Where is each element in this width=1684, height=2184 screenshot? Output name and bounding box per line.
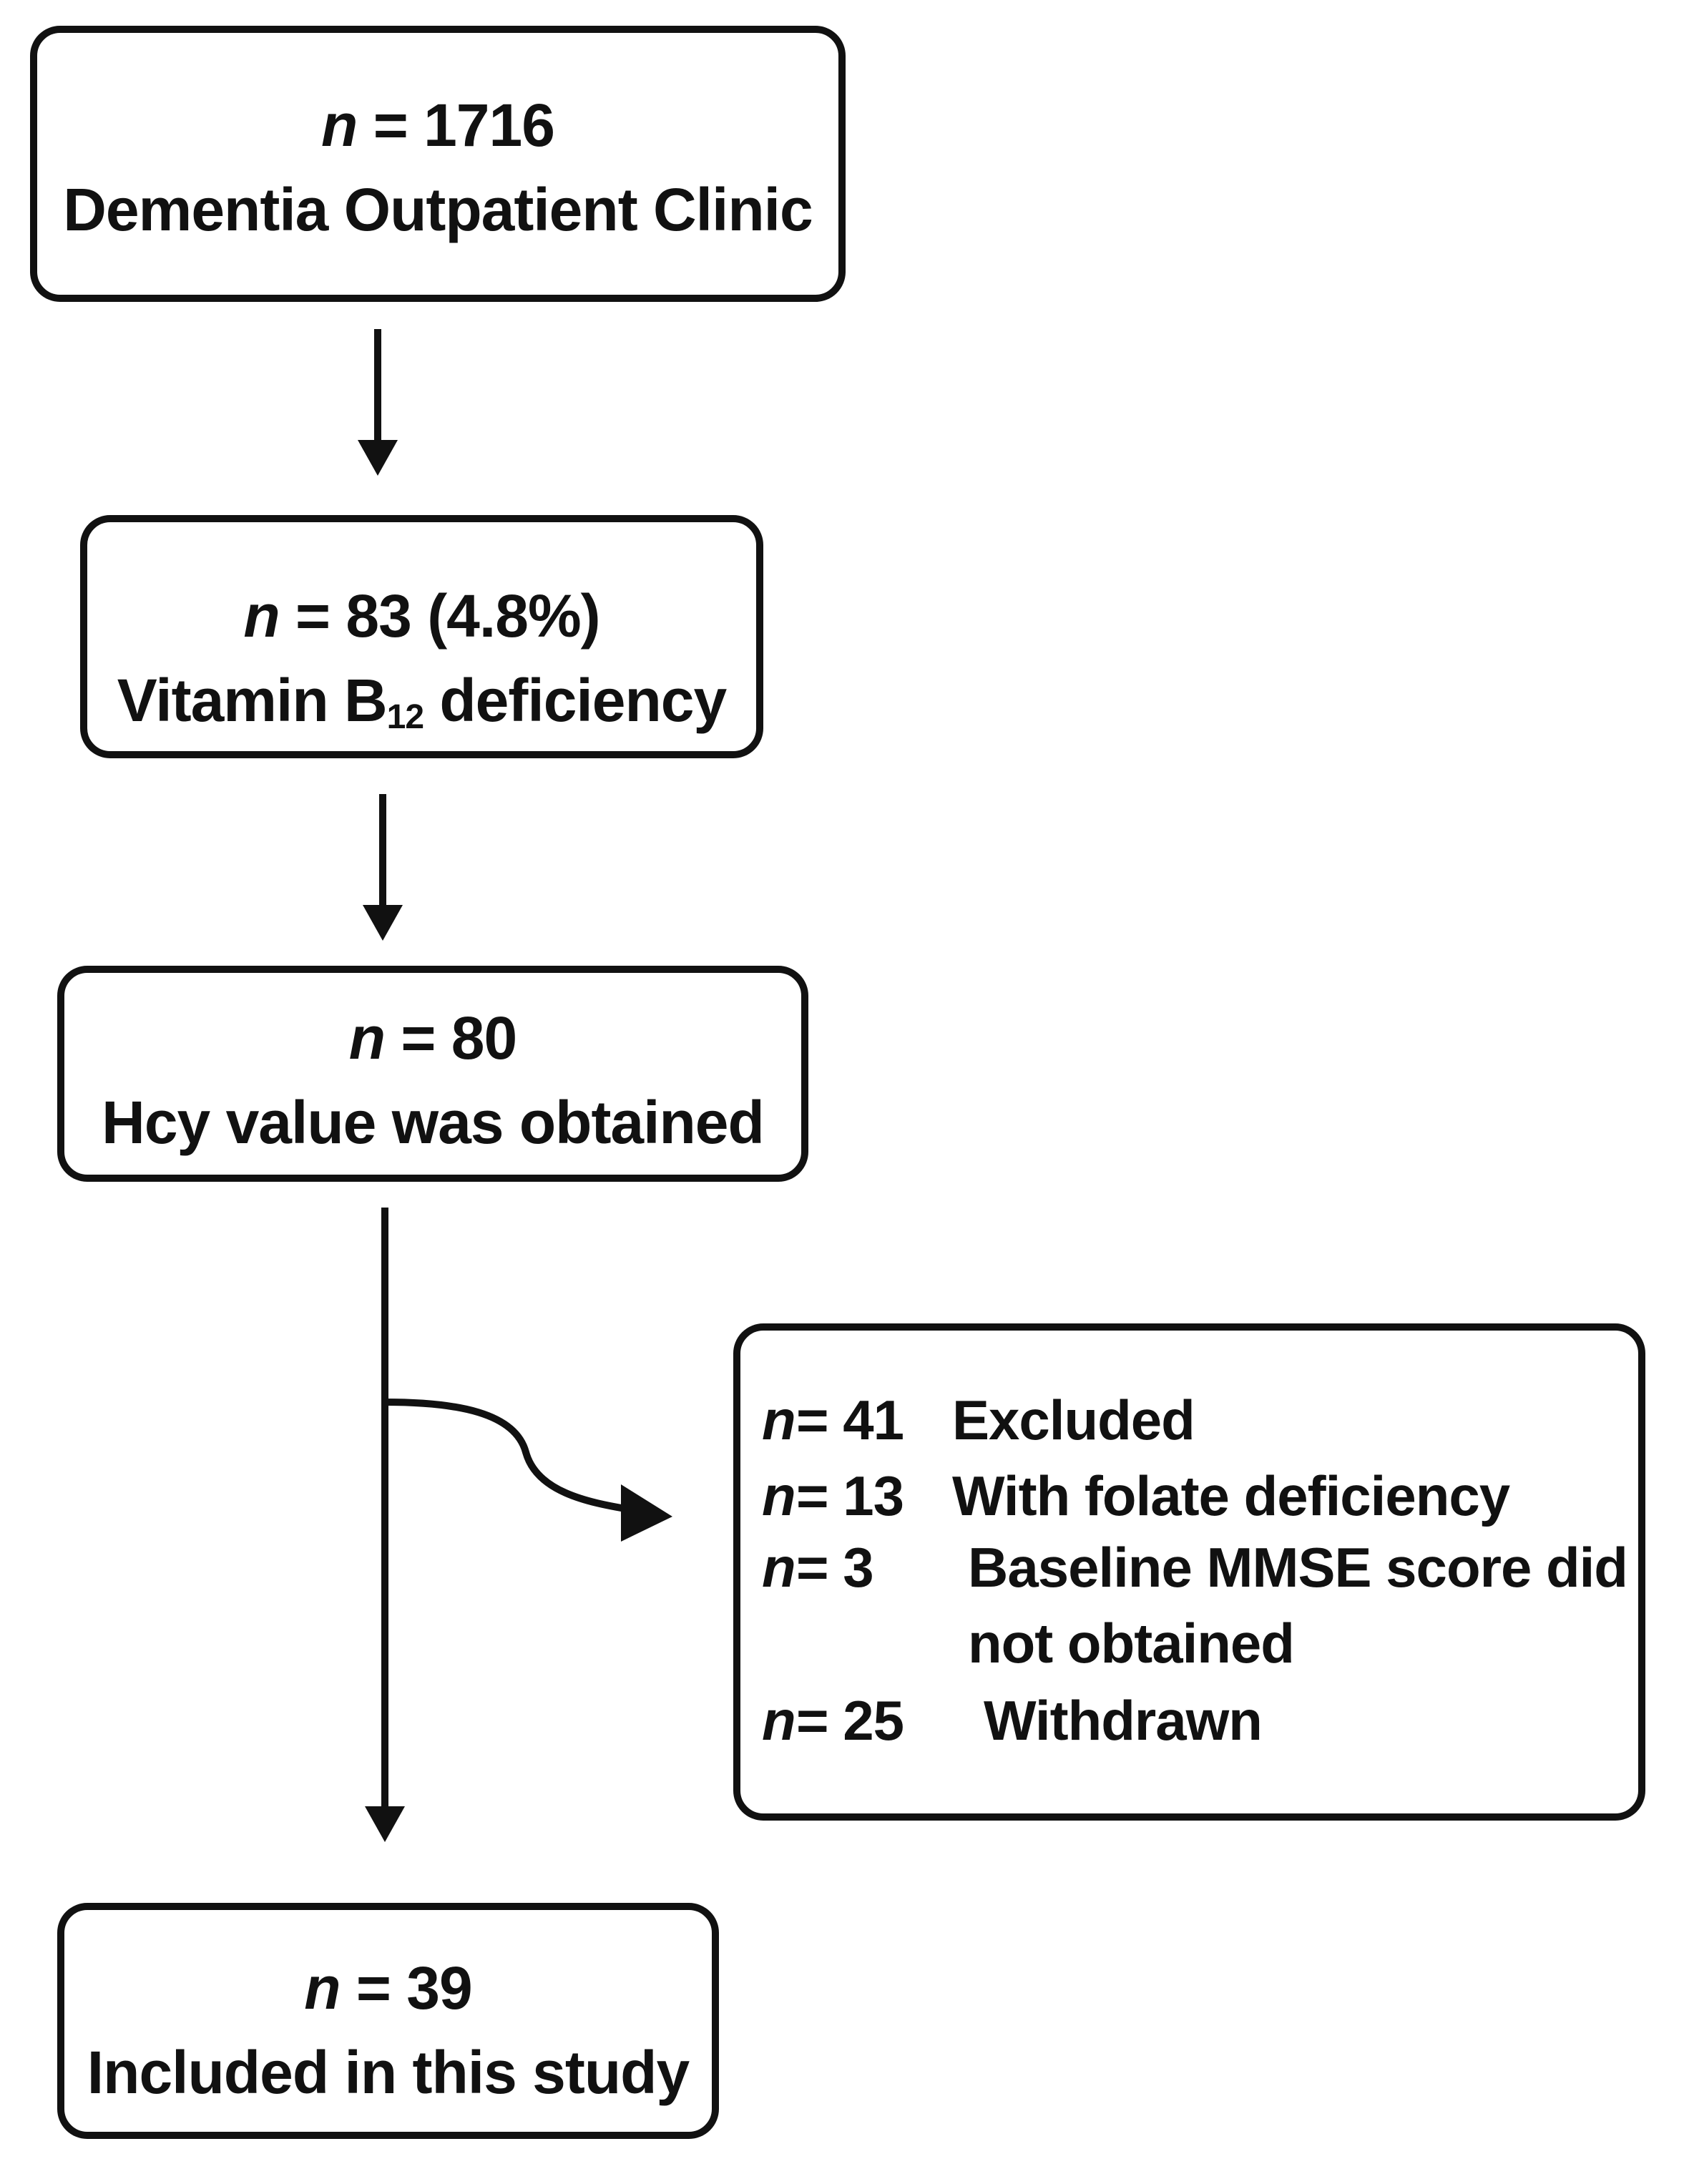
n-symbol: n (243, 582, 280, 650)
arrow-2-head (363, 905, 403, 941)
exclusion-branch-curve (384, 1399, 630, 1513)
excl-1-n: n (762, 1389, 796, 1451)
b12-label-prefix: Vitamin B (117, 667, 388, 734)
included-count: n = 39 (64, 1946, 712, 2030)
excl-3-label: Baseline MMSE score did (968, 1536, 1628, 1599)
excl-1-count: = 41 (796, 1389, 904, 1451)
b12-count-value: = 83 (4.8%) (295, 582, 601, 650)
excl-4-n: n (762, 1689, 796, 1752)
excl-3-n: n (762, 1536, 796, 1599)
b12-count: n = 83 (4.8%) (87, 574, 756, 658)
box-b12: n = 83 (4.8%) Vitamin B12 deficiency (80, 515, 763, 758)
b12-label-subscript: 12 (386, 698, 424, 736)
hcy-count-value: = 80 (401, 1004, 517, 1072)
exclusion-arrow-head (621, 1484, 672, 1542)
excl-2-n: n (762, 1464, 796, 1527)
excl-4-count: = 25 (796, 1689, 904, 1752)
clinic-label: Dementia Outpatient Clinic (63, 176, 813, 243)
box-included: n = 39 Included in this study (57, 1903, 719, 2139)
included-label: Included in this study (87, 2039, 690, 2106)
excl-2-label: With folate deficiency (952, 1464, 1510, 1527)
excl-4-label: Withdrawn (984, 1689, 1263, 1752)
clinic-count: n = 1716 (37, 83, 838, 167)
b12-label-suffix: deficiency (424, 667, 727, 734)
n-symbol: n (304, 1954, 341, 2022)
hcy-label: Hcy value was obtained (102, 1089, 765, 1156)
box-exclusions: n = 41 Excluded n = 13 With folate defic… (733, 1323, 1645, 1821)
arrow-3-head (365, 1806, 405, 1842)
excl-3-label-cont: not obtained (968, 1612, 1295, 1675)
excl-1-label: Excluded (952, 1389, 1195, 1451)
excl-3-count: = 3 (796, 1536, 874, 1599)
n-symbol: n (348, 1004, 386, 1072)
clinic-count-value: = 1716 (373, 92, 555, 159)
included-count-value: = 39 (356, 1954, 473, 2022)
box-clinic: n = 1716 Dementia Outpatient Clinic (30, 26, 846, 302)
hcy-count: n = 80 (64, 996, 801, 1080)
n-symbol: n (321, 92, 358, 159)
b12-label: Vitamin B12 deficiency (87, 658, 756, 743)
arrow-1-head (358, 440, 398, 476)
box-hcy: n = 80 Hcy value was obtained (57, 966, 808, 1182)
excl-2-count: = 13 (796, 1464, 904, 1527)
